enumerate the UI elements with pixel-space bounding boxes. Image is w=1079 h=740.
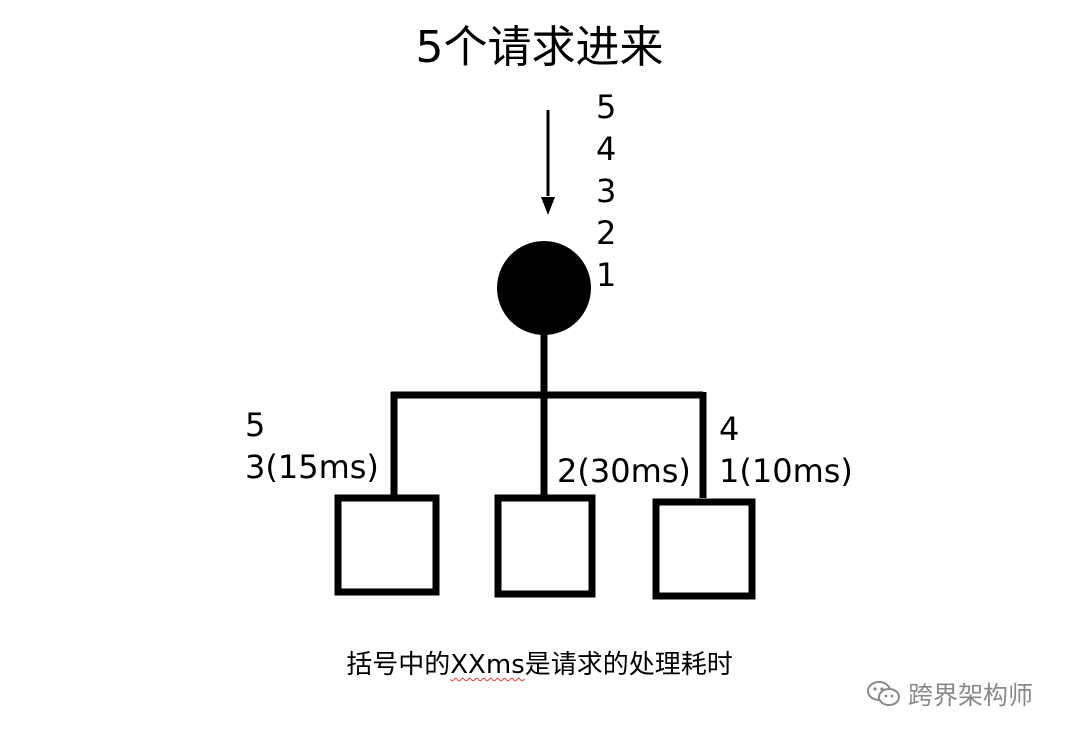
watermark: 跨界架构师 (866, 676, 1033, 712)
watermark-text: 跨界架构师 (908, 681, 1034, 710)
diagram-caption: 括号中的XXms是请求的处理耗时 (0, 645, 1079, 685)
queue-item: 4 (596, 130, 617, 168)
server-2-requests: 2(30ms) (557, 450, 691, 492)
caption-text-after: 是请求的处理耗时 (524, 650, 733, 680)
queue-item: 5 (596, 88, 617, 126)
server-boxes (334, 494, 756, 600)
wechat-icon (867, 681, 900, 706)
request-label: 1(10ms) (719, 452, 853, 490)
queue-item: 3 (596, 172, 617, 210)
server-box-3 (652, 498, 756, 600)
server-box-1 (334, 494, 440, 596)
arrow-head (541, 197, 555, 215)
diagram-title: 5个请求进来 (415, 22, 664, 73)
incoming-request-queue: 5 4 3 2 1 (596, 86, 616, 296)
request-label: 4 (719, 410, 740, 448)
caption-text-before: 括号中的 (346, 650, 451, 680)
incoming-arrow (541, 110, 555, 215)
queue-item: 2 (596, 214, 617, 252)
request-label: 3(15ms) (245, 448, 379, 486)
request-label: 2(30ms) (557, 452, 691, 490)
load-balancer-node (497, 241, 591, 335)
server-box-2 (494, 494, 596, 598)
connector-lines (390, 332, 707, 498)
request-label: 5 (245, 406, 266, 444)
caption-highlight: XXms (450, 650, 525, 680)
queue-item: 1 (596, 256, 617, 294)
server-3-requests: 4 1(10ms) (719, 408, 853, 492)
server-1-requests: 5 3(15ms) (245, 404, 379, 488)
